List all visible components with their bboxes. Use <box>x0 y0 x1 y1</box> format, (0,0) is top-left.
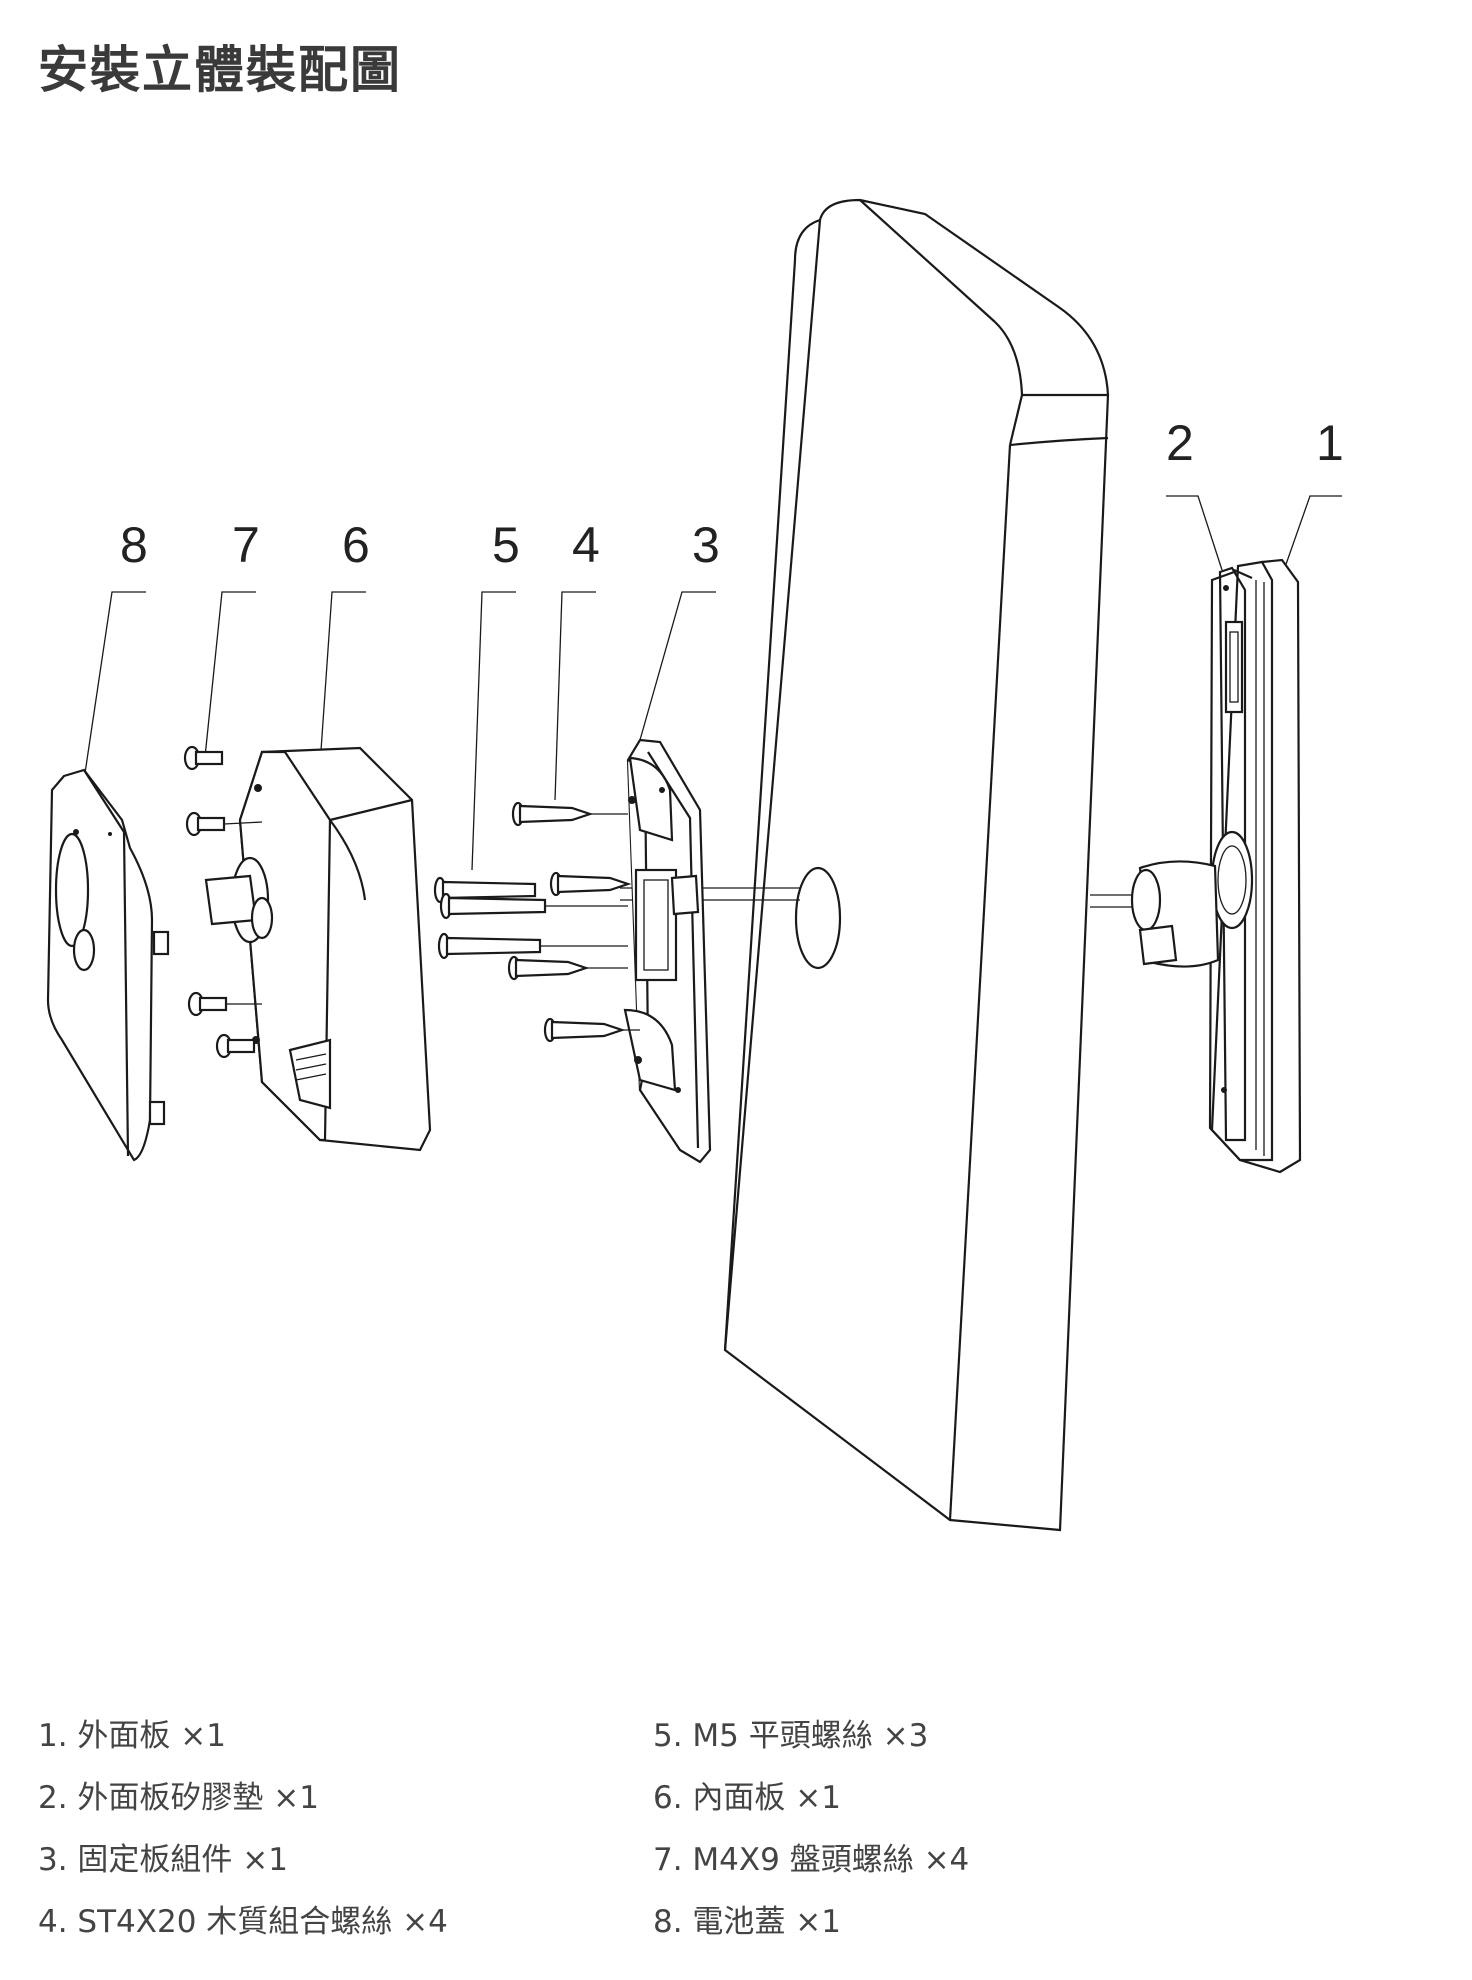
legend-item-5: 5. M5 平頭螺絲 ×3 <box>653 1718 929 1754</box>
wood-screws <box>507 801 640 1043</box>
parts-legend-left: 1. 外面板 ×1 2. 外面板矽膠墊 ×1 3. 固定板組件 ×1 4. ST… <box>38 1705 448 1953</box>
callout-2: 2 <box>1166 415 1194 471</box>
battery-cover <box>46 768 170 1162</box>
legend-item-1: 1. 外面板 ×1 <box>38 1718 226 1754</box>
mounting-plate <box>623 738 712 1164</box>
legend-item-3: 3. 固定板組件 ×1 <box>38 1842 288 1878</box>
exploded-assembly-diagram: 8 7 6 5 4 3 2 1 <box>46 198 1344 1532</box>
callout-1: 1 <box>1316 415 1344 471</box>
callout-5: 5 <box>492 517 520 573</box>
parts-legend-right: 5. M5 平頭螺絲 ×3 6. 內面板 ×1 7. M4X9 盤頭螺絲 ×4 … <box>653 1705 969 1953</box>
legend-item-8: 8. 電池蓋 ×1 <box>653 1904 841 1940</box>
callout-4: 4 <box>572 517 600 573</box>
leader-lines <box>83 495 1342 871</box>
callout-8: 8 <box>120 517 148 573</box>
callout-labels: 8 7 6 5 4 3 2 1 <box>120 415 1344 573</box>
inner-panel <box>204 746 432 1152</box>
spindle <box>620 866 1140 970</box>
legend-item-4: 4. ST4X20 木質組合螺絲 ×4 <box>38 1904 448 1940</box>
callout-7: 7 <box>232 517 260 573</box>
legend-item-2: 2. 外面板矽膠墊 ×1 <box>38 1780 319 1816</box>
legend-item-6: 6. 內面板 ×1 <box>653 1780 841 1816</box>
callout-3: 3 <box>692 517 720 573</box>
m5-screws <box>433 876 628 960</box>
page-title: 安裝立體裝配圖 <box>38 41 402 99</box>
door-slab <box>723 198 1110 1532</box>
outer-panel <box>1130 558 1302 1174</box>
callout-6: 6 <box>342 517 370 573</box>
legend-item-7: 7. M4X9 盤頭螺絲 ×4 <box>653 1842 970 1878</box>
m4-screws <box>183 745 263 1059</box>
parts-legend: 1. 外面板 ×1 2. 外面板矽膠墊 ×1 3. 固定板組件 ×1 4. ST… <box>0 1705 1472 1965</box>
